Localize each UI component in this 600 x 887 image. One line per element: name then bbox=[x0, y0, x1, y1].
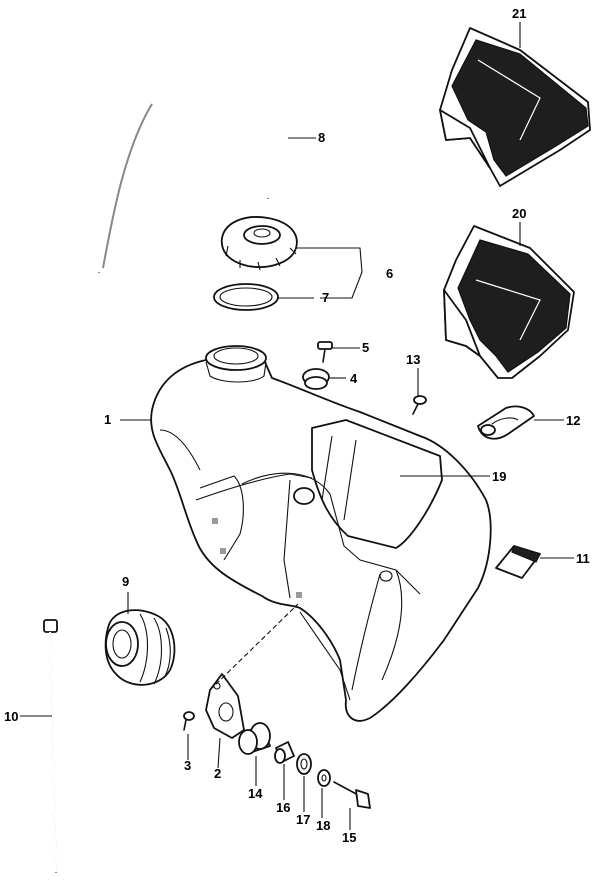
cable-tie-10 bbox=[43, 619, 58, 873]
callout-21: 21 bbox=[512, 6, 526, 21]
callout-12: 12 bbox=[566, 413, 580, 428]
callout-11: 11 bbox=[576, 551, 590, 566]
callout-18: 18 bbox=[316, 818, 330, 833]
shroud-20 bbox=[443, 225, 575, 379]
fuel-hose bbox=[94, 57, 288, 274]
cushion-4 bbox=[302, 368, 330, 390]
pad-11 bbox=[495, 545, 541, 579]
callout-7: 7 bbox=[322, 290, 329, 305]
callout-8: 8 bbox=[318, 130, 325, 145]
leader-lines bbox=[20, 22, 574, 830]
callout-19: 19 bbox=[492, 469, 506, 484]
callout-1: 1 bbox=[104, 412, 111, 427]
callout-3: 3 bbox=[184, 758, 191, 773]
callout-17: 17 bbox=[296, 812, 310, 827]
callout-20: 20 bbox=[512, 206, 526, 221]
fuel-cap bbox=[220, 216, 298, 271]
bolt-15 bbox=[333, 781, 371, 809]
callout-4: 4 bbox=[350, 371, 358, 386]
callout-5: 5 bbox=[362, 340, 369, 355]
bolt-5 bbox=[317, 341, 333, 363]
washer-17 bbox=[296, 753, 312, 775]
nut-18 bbox=[317, 769, 331, 787]
screw-13 bbox=[412, 395, 427, 415]
callout-10: 10 bbox=[4, 709, 18, 724]
screw-3 bbox=[183, 711, 195, 731]
damper-14 bbox=[238, 722, 271, 755]
callout-2: 2 bbox=[214, 766, 221, 781]
collar-16 bbox=[274, 741, 295, 764]
cap-gasket bbox=[213, 283, 279, 311]
callout-15: 15 bbox=[342, 830, 356, 845]
callout-9: 9 bbox=[122, 574, 129, 589]
callout-6: 6 bbox=[386, 266, 393, 281]
fuel-tank bbox=[150, 345, 492, 722]
grommet-9 bbox=[104, 609, 176, 686]
callout-13: 13 bbox=[406, 352, 420, 367]
callout-14: 14 bbox=[248, 786, 263, 801]
shroud-21 bbox=[439, 27, 591, 187]
callout-16: 16 bbox=[276, 800, 290, 815]
strap-12 bbox=[477, 405, 535, 440]
bracket-2 bbox=[205, 673, 245, 739]
callout-labels: 1 2 3 4 5 6 7 8 9 10 11 12 13 14 15 16 1… bbox=[4, 6, 590, 845]
